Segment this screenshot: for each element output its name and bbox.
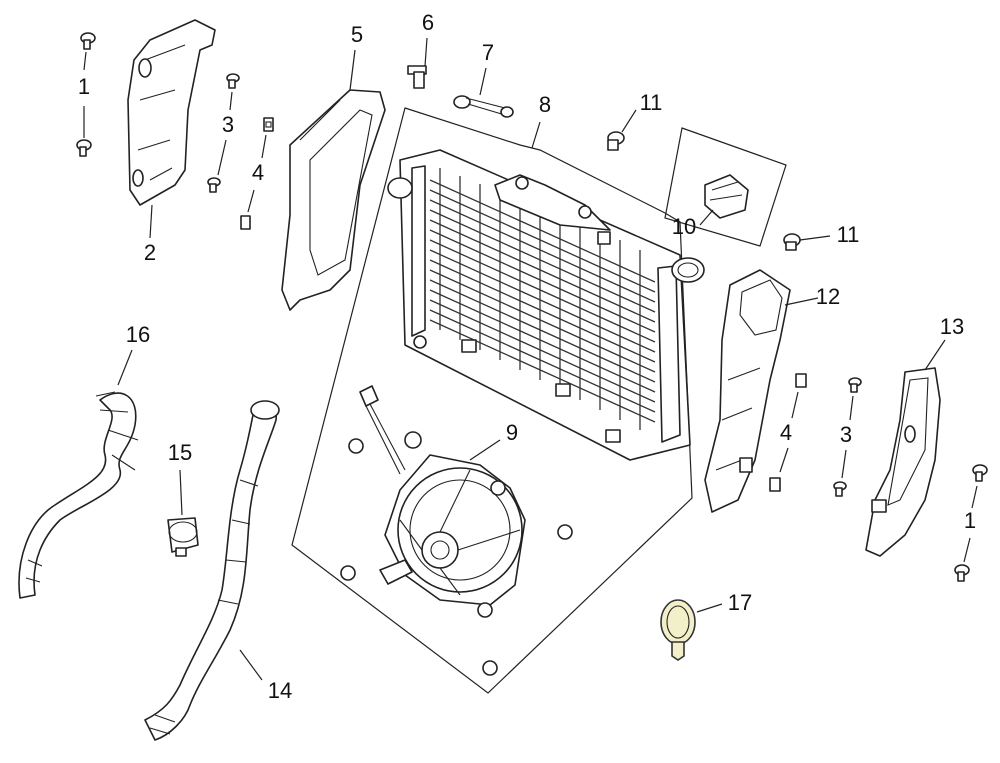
callout-4-right: 4: [780, 420, 792, 445]
bolt-3-lower-left: [207, 177, 221, 193]
callout-15: 15: [168, 440, 192, 465]
fan-9: [359, 385, 526, 618]
leader-15: [179, 469, 183, 516]
leader-6: [424, 37, 428, 67]
leader-1-right: [963, 485, 978, 563]
leader-1-left: [83, 51, 87, 138]
shroud-5: [281, 89, 386, 311]
leader-2: [149, 204, 153, 239]
leader-11-top: [621, 109, 637, 133]
fan-mount-nuts: [340, 438, 573, 676]
bolt-6: [407, 65, 427, 89]
callout-2: 2: [144, 240, 156, 265]
callout-4-left: 4: [252, 160, 264, 185]
leader-5: [349, 49, 356, 91]
bolt-1-lower-right: [954, 564, 970, 582]
callout-3-left: 3: [222, 112, 234, 137]
leader-4-left: [247, 134, 267, 213]
callout-6: 6: [422, 10, 434, 35]
clamp-15: [167, 517, 199, 557]
bolt-1-top-right: [972, 464, 988, 482]
leader-3-right: [841, 395, 854, 479]
callout-12: 12: [816, 284, 840, 309]
bolt-3-top-right: [848, 377, 862, 393]
callout-5: 5: [351, 22, 363, 47]
callout-10: 10: [672, 214, 696, 239]
callout-7: 7: [482, 40, 494, 65]
radiator-8: [387, 149, 705, 461]
grommet-11-top: [607, 131, 625, 151]
callout-11-top: 11: [640, 90, 663, 115]
radiator-cap-10: [704, 174, 749, 219]
callout-11-right: 11: [837, 222, 860, 247]
leader-17: [696, 603, 723, 613]
leader-11-right: [799, 235, 831, 241]
callout-14: 14: [268, 678, 292, 703]
callout-8: 8: [539, 92, 551, 117]
hose-14: [144, 400, 280, 741]
shroud-12: [704, 269, 791, 513]
clip-4-top-right: [795, 373, 807, 388]
leader-4-right: [779, 391, 799, 473]
bolt-1-lower-left: [76, 139, 92, 157]
leader-9: [469, 439, 501, 461]
side-cover-2: [127, 19, 216, 206]
callout-13: 13: [940, 314, 964, 339]
ring-7: [453, 95, 514, 118]
grommet-11-right: [783, 233, 801, 251]
leader-12: [784, 297, 819, 306]
leader-10: [699, 209, 714, 226]
side-cover-13: [865, 367, 941, 557]
bolt-3-top-left: [226, 73, 240, 89]
radiator-fins: [429, 168, 656, 430]
clip-4-top-left: [263, 117, 274, 132]
clamp-17: [660, 599, 696, 661]
callout-9: 9: [506, 420, 518, 445]
bolt-1-top-left: [80, 32, 96, 50]
leader-3-left: [217, 91, 233, 176]
callout-3-right: 3: [840, 422, 852, 447]
callout-1-right: 1: [964, 508, 976, 533]
callout-1-left: 1: [78, 74, 90, 99]
clip-4-lower-right: [769, 477, 781, 492]
leader-7: [479, 67, 487, 96]
leader-16: [117, 349, 133, 386]
callout-17: 17: [728, 590, 752, 615]
bolt-3-lower-right: [833, 481, 847, 497]
leader-14: [239, 649, 263, 681]
callout-16: 16: [126, 322, 150, 347]
hose-16: [18, 391, 139, 599]
radiator-cap-box-outline: [664, 127, 787, 247]
clip-4-lower-left: [240, 215, 251, 230]
leader-8: [531, 121, 541, 149]
leader-13: [924, 339, 946, 371]
